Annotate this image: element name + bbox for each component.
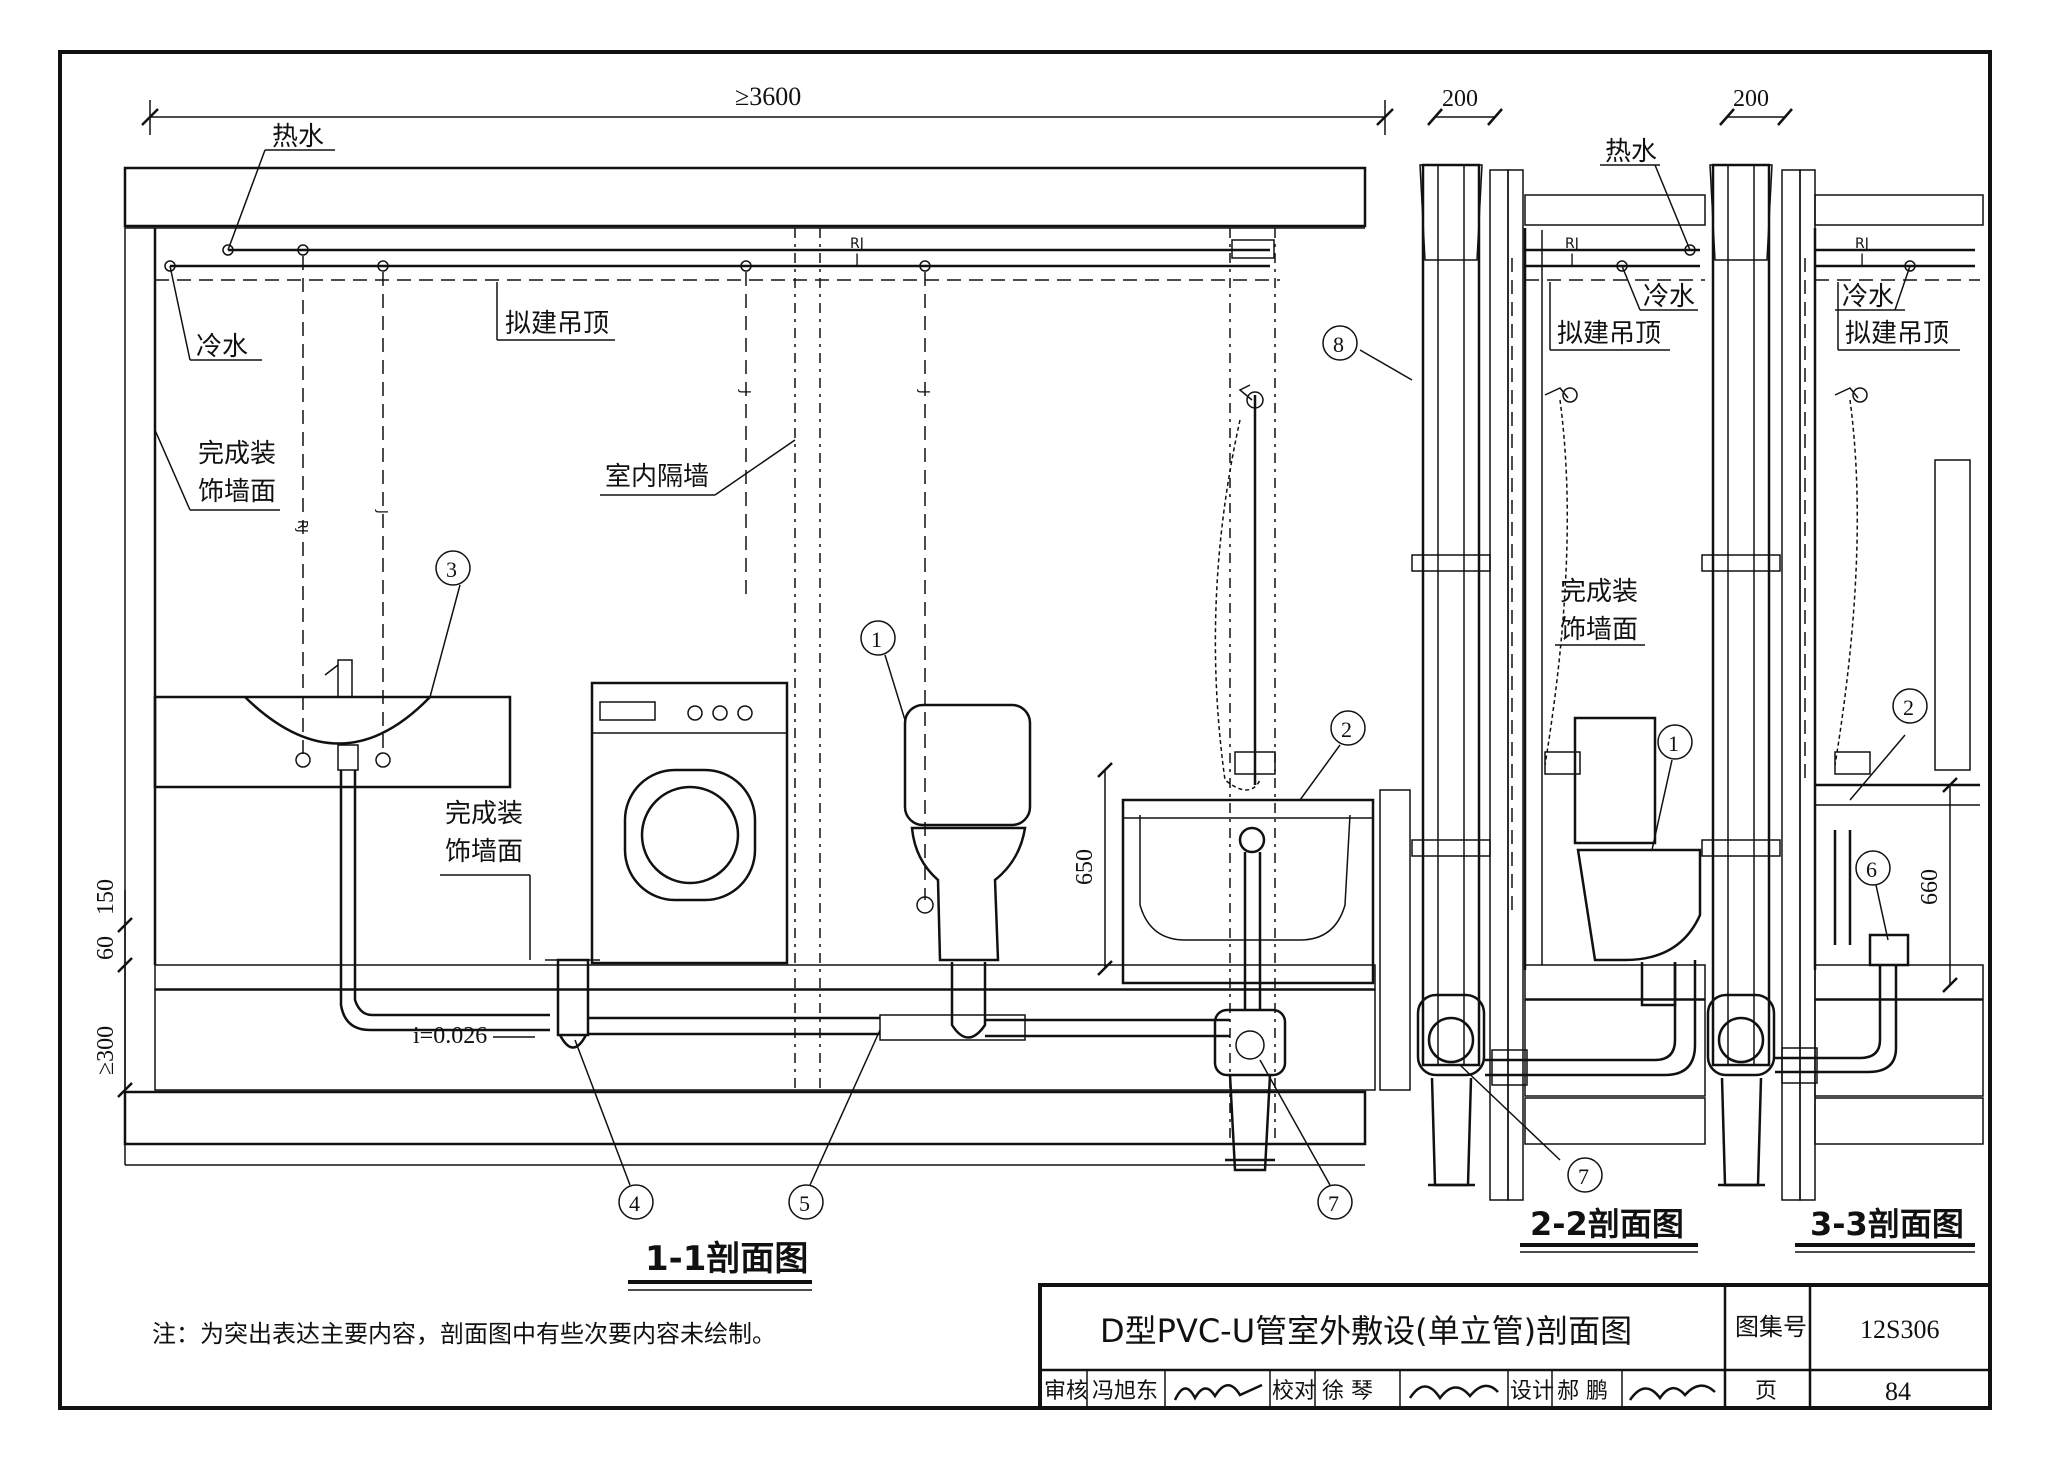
- callout-8: [1322, 325, 1358, 361]
- right-wall: [1379, 789, 1411, 1091]
- check-label: 校对: [1272, 1379, 1316, 1404]
- riser-pipe-2: [1421, 163, 1481, 1067]
- shower-hose: [1214, 419, 1261, 791]
- reviewer-name: 冯旭东: [1092, 1379, 1158, 1404]
- section-1-1: ≥3600 RJ J RJ J J J 热水 冷水 拟建吊顶 完: [93, 82, 1411, 1291]
- callout-1: [860, 620, 896, 656]
- svg-text:6: 6: [1866, 857, 1877, 882]
- callout-3: [435, 550, 471, 586]
- pipe-label-j-vert2: J: [737, 389, 752, 394]
- toilet-bowl: [910, 826, 1027, 962]
- svg-text:7: 7: [1578, 1164, 1589, 1189]
- page-label: 页: [1755, 1379, 1777, 1404]
- floor-slab: [123, 1090, 1367, 1146]
- checker-signature: [1408, 1384, 1499, 1401]
- label-ceiling: 拟建吊顶: [505, 309, 609, 339]
- label-cold-water-33: 冷水: [1842, 282, 1894, 312]
- section-3-3: 200 RJ J 冷水 拟建吊顶: [1701, 86, 1984, 1253]
- atlas-label: 图集号: [1735, 1313, 1807, 1341]
- floor-screed: [154, 964, 1376, 990]
- callout-2-33: [1892, 688, 1928, 724]
- checker-name: 徐 琴: [1322, 1379, 1373, 1404]
- label-ceiling-33: 拟建吊顶: [1845, 319, 1949, 349]
- pipe-label-rj-22: RJ: [1565, 236, 1579, 252]
- label-cold-water: 冷水: [196, 332, 248, 362]
- trap-7a: [1213, 1008, 1287, 1077]
- callout-4: [618, 1184, 654, 1220]
- pipe-label-j-vert3: J: [916, 389, 931, 394]
- page-number: 84: [1885, 1377, 1911, 1406]
- label-wall-finish-1b: 饰墙面: [198, 477, 276, 507]
- vanity-counter: [153, 695, 512, 789]
- section-2-2: 200 RJ J 热水 冷水 拟建吊顶 完成: [1322, 86, 1706, 1253]
- svg-text:3: 3: [446, 557, 457, 582]
- dim-tub-height-3: 660: [1917, 869, 1943, 905]
- dim-riser-200-b: 200: [1733, 86, 1769, 112]
- svg-text:5: 5: [799, 1191, 810, 1216]
- svg-text:4: 4: [629, 1191, 640, 1216]
- svg-text:2: 2: [1341, 717, 1352, 742]
- dim-60: 60: [93, 936, 119, 960]
- riser-pipe-3: [1711, 163, 1771, 1067]
- toilet-tank: [903, 703, 1032, 827]
- svg-text:8: 8: [1333, 332, 1344, 357]
- label-wall-finish-2b: 饰墙面: [445, 837, 523, 867]
- pipe-label-rj-vert: RJ: [294, 520, 309, 533]
- callout-6: [1855, 850, 1891, 886]
- label-wall-finish-2a: 完成装: [445, 799, 523, 829]
- washing-machine: [590, 681, 789, 965]
- pipe-label-j-top: J: [854, 252, 859, 268]
- callout-2: [1330, 710, 1366, 746]
- faucet: [337, 659, 353, 698]
- dim-total-width: ≥3600: [735, 82, 801, 111]
- title-block: D型PVC-U管室外敷设(单立管)剖面图 图集号 12S306 审核 冯旭东 校…: [1038, 1283, 1992, 1410]
- sheet-frame: [58, 50, 1992, 1410]
- label-ceiling-22: 拟建吊顶: [1557, 319, 1661, 349]
- washbasin: [244, 696, 431, 745]
- dim-riser-200-a: 200: [1442, 86, 1478, 112]
- pipe-label-j-22: J: [1569, 252, 1574, 268]
- dim-300: ≥300: [93, 1026, 119, 1075]
- callout-5: [788, 1184, 824, 1220]
- bathtub: [1121, 798, 1375, 985]
- pipe-label-rj-33: RJ: [1855, 236, 1869, 252]
- section-title-2-2: 2-2剖面图: [1530, 1205, 1684, 1243]
- shower-mixer: [1234, 751, 1276, 775]
- ceiling-slab: [123, 166, 1367, 228]
- dim-tub-height: 650: [1072, 849, 1098, 885]
- label-partition: 室内隔墙: [605, 462, 709, 492]
- floor-drain: [556, 958, 590, 1037]
- label-wall-finish-1a: 完成装: [198, 439, 276, 469]
- pipe-label-j-33: J: [1859, 252, 1864, 268]
- designer-signature: [1628, 1384, 1716, 1401]
- design-label: 设计: [1510, 1379, 1554, 1404]
- svg-text:1: 1: [1668, 731, 1679, 756]
- review-label: 审核: [1044, 1379, 1088, 1404]
- drawing-note: 注：为突出表达主要内容，剖面图中有些次要内容未绘制。: [152, 1320, 776, 1348]
- label-wall-finish-22a: 完成装: [1560, 577, 1638, 607]
- slope-label: i=0.026: [413, 1023, 487, 1049]
- svg-text:7: 7: [1328, 1191, 1339, 1216]
- label-hot-water: 热水: [272, 122, 324, 152]
- label-wall-finish-22b: 饰墙面: [1560, 615, 1638, 645]
- svg-text:2: 2: [1903, 695, 1914, 720]
- label-cold-water-22: 冷水: [1643, 282, 1695, 312]
- dim-150: 150: [93, 879, 119, 915]
- atlas-number: 12S306: [1860, 1315, 1939, 1344]
- washing-machine-door: [640, 785, 740, 885]
- callout-1-22: [1657, 724, 1693, 760]
- section-title-3-3: 3-3剖面图: [1810, 1205, 1964, 1243]
- svg-text:1: 1: [871, 627, 882, 652]
- callout-7a: [1317, 1184, 1353, 1220]
- reviewer-signature: [1173, 1383, 1263, 1401]
- section-title-1-1: 1-1剖面图: [645, 1239, 808, 1279]
- pipe-label-j-vert1: J: [374, 509, 389, 514]
- floor-fill: [154, 989, 1376, 1091]
- designer-name: 郝 鹏: [1557, 1379, 1608, 1404]
- pipe-label-rj-top: RJ: [850, 236, 864, 252]
- label-hot-water-22: 热水: [1605, 137, 1657, 167]
- callout-7b: [1567, 1157, 1603, 1193]
- drawing-title: D型PVC-U管室外敷设(单立管)剖面图: [1100, 1312, 1632, 1350]
